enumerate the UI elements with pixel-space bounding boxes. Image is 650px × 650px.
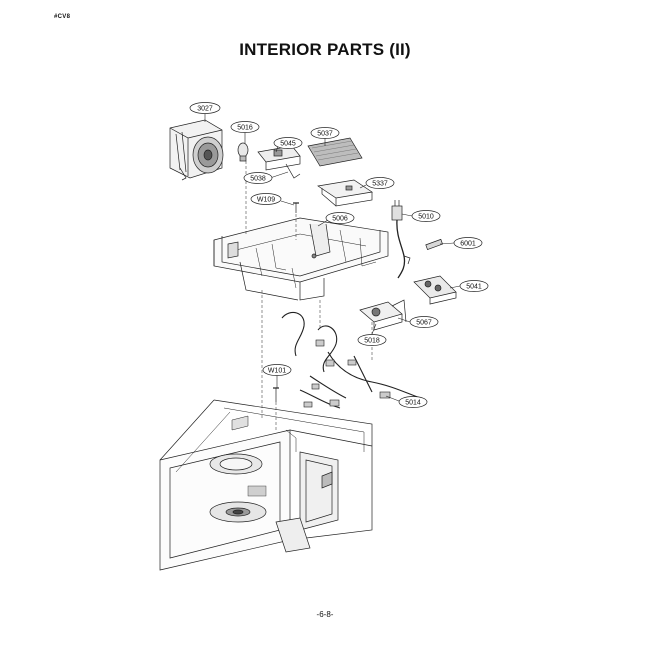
model-code-mark: #CV8	[54, 14, 71, 20]
svg-text:5014: 5014	[405, 400, 421, 407]
main-chassis-frame	[213, 217, 389, 301]
svg-text:6001: 6001	[460, 241, 476, 248]
svg-text:5018: 5018	[364, 338, 380, 345]
callout-5337: 5337	[365, 177, 395, 189]
callout-5006: 5006	[325, 212, 355, 224]
svg-text:5038: 5038	[250, 176, 266, 183]
page-number: -6-8-	[316, 610, 334, 619]
wire-harness	[281, 311, 421, 409]
page-title: INTERIOR PARTS (II)	[239, 40, 411, 59]
screw-w109	[293, 202, 299, 213]
callout-5045: 5045	[273, 137, 303, 149]
screw-w101	[273, 387, 279, 402]
control-board	[413, 275, 457, 305]
callout-5067: 5067	[409, 316, 439, 328]
callout-5041: 5041	[459, 280, 489, 292]
assembly-guide-lines	[245, 161, 373, 430]
svg-text:5045: 5045	[280, 141, 296, 148]
svg-text:3027: 3027	[197, 106, 213, 113]
oven-cavity	[159, 399, 373, 571]
callout-3027: 3027	[189, 102, 221, 114]
svg-text:5041: 5041	[466, 284, 482, 291]
power-cord	[391, 200, 411, 279]
svg-text:5010: 5010	[418, 214, 434, 221]
fan-motor-assembly	[169, 119, 224, 181]
lamp-bulb	[237, 142, 249, 162]
callout-5016: 5016	[230, 121, 260, 133]
svg-text:W101: W101	[268, 368, 286, 375]
relay-bracket	[359, 299, 407, 331]
callout-5038: 5038	[243, 172, 273, 184]
svg-text:5016: 5016	[237, 125, 253, 132]
callout-5037: 5037	[310, 127, 340, 139]
svg-text:5067: 5067	[416, 320, 432, 327]
svg-text:5006: 5006	[332, 216, 348, 223]
callout-5010: 5010	[411, 210, 441, 222]
callout-5018: 5018	[357, 334, 387, 346]
lamp-bracket	[257, 145, 301, 179]
svg-text:5037: 5037	[317, 131, 333, 138]
svg-text:W109: W109	[257, 197, 275, 204]
callout-6001: 6001	[453, 237, 483, 249]
callout-w101: W101	[262, 364, 292, 376]
grease-filter	[307, 137, 363, 167]
callout-leaders	[204, 114, 461, 402]
damper-cover	[317, 179, 373, 207]
callout-w109: W109	[250, 193, 282, 205]
thermal-fuse	[425, 238, 443, 251]
svg-text:5337: 5337	[372, 181, 388, 188]
callout-5014: 5014	[398, 396, 428, 408]
